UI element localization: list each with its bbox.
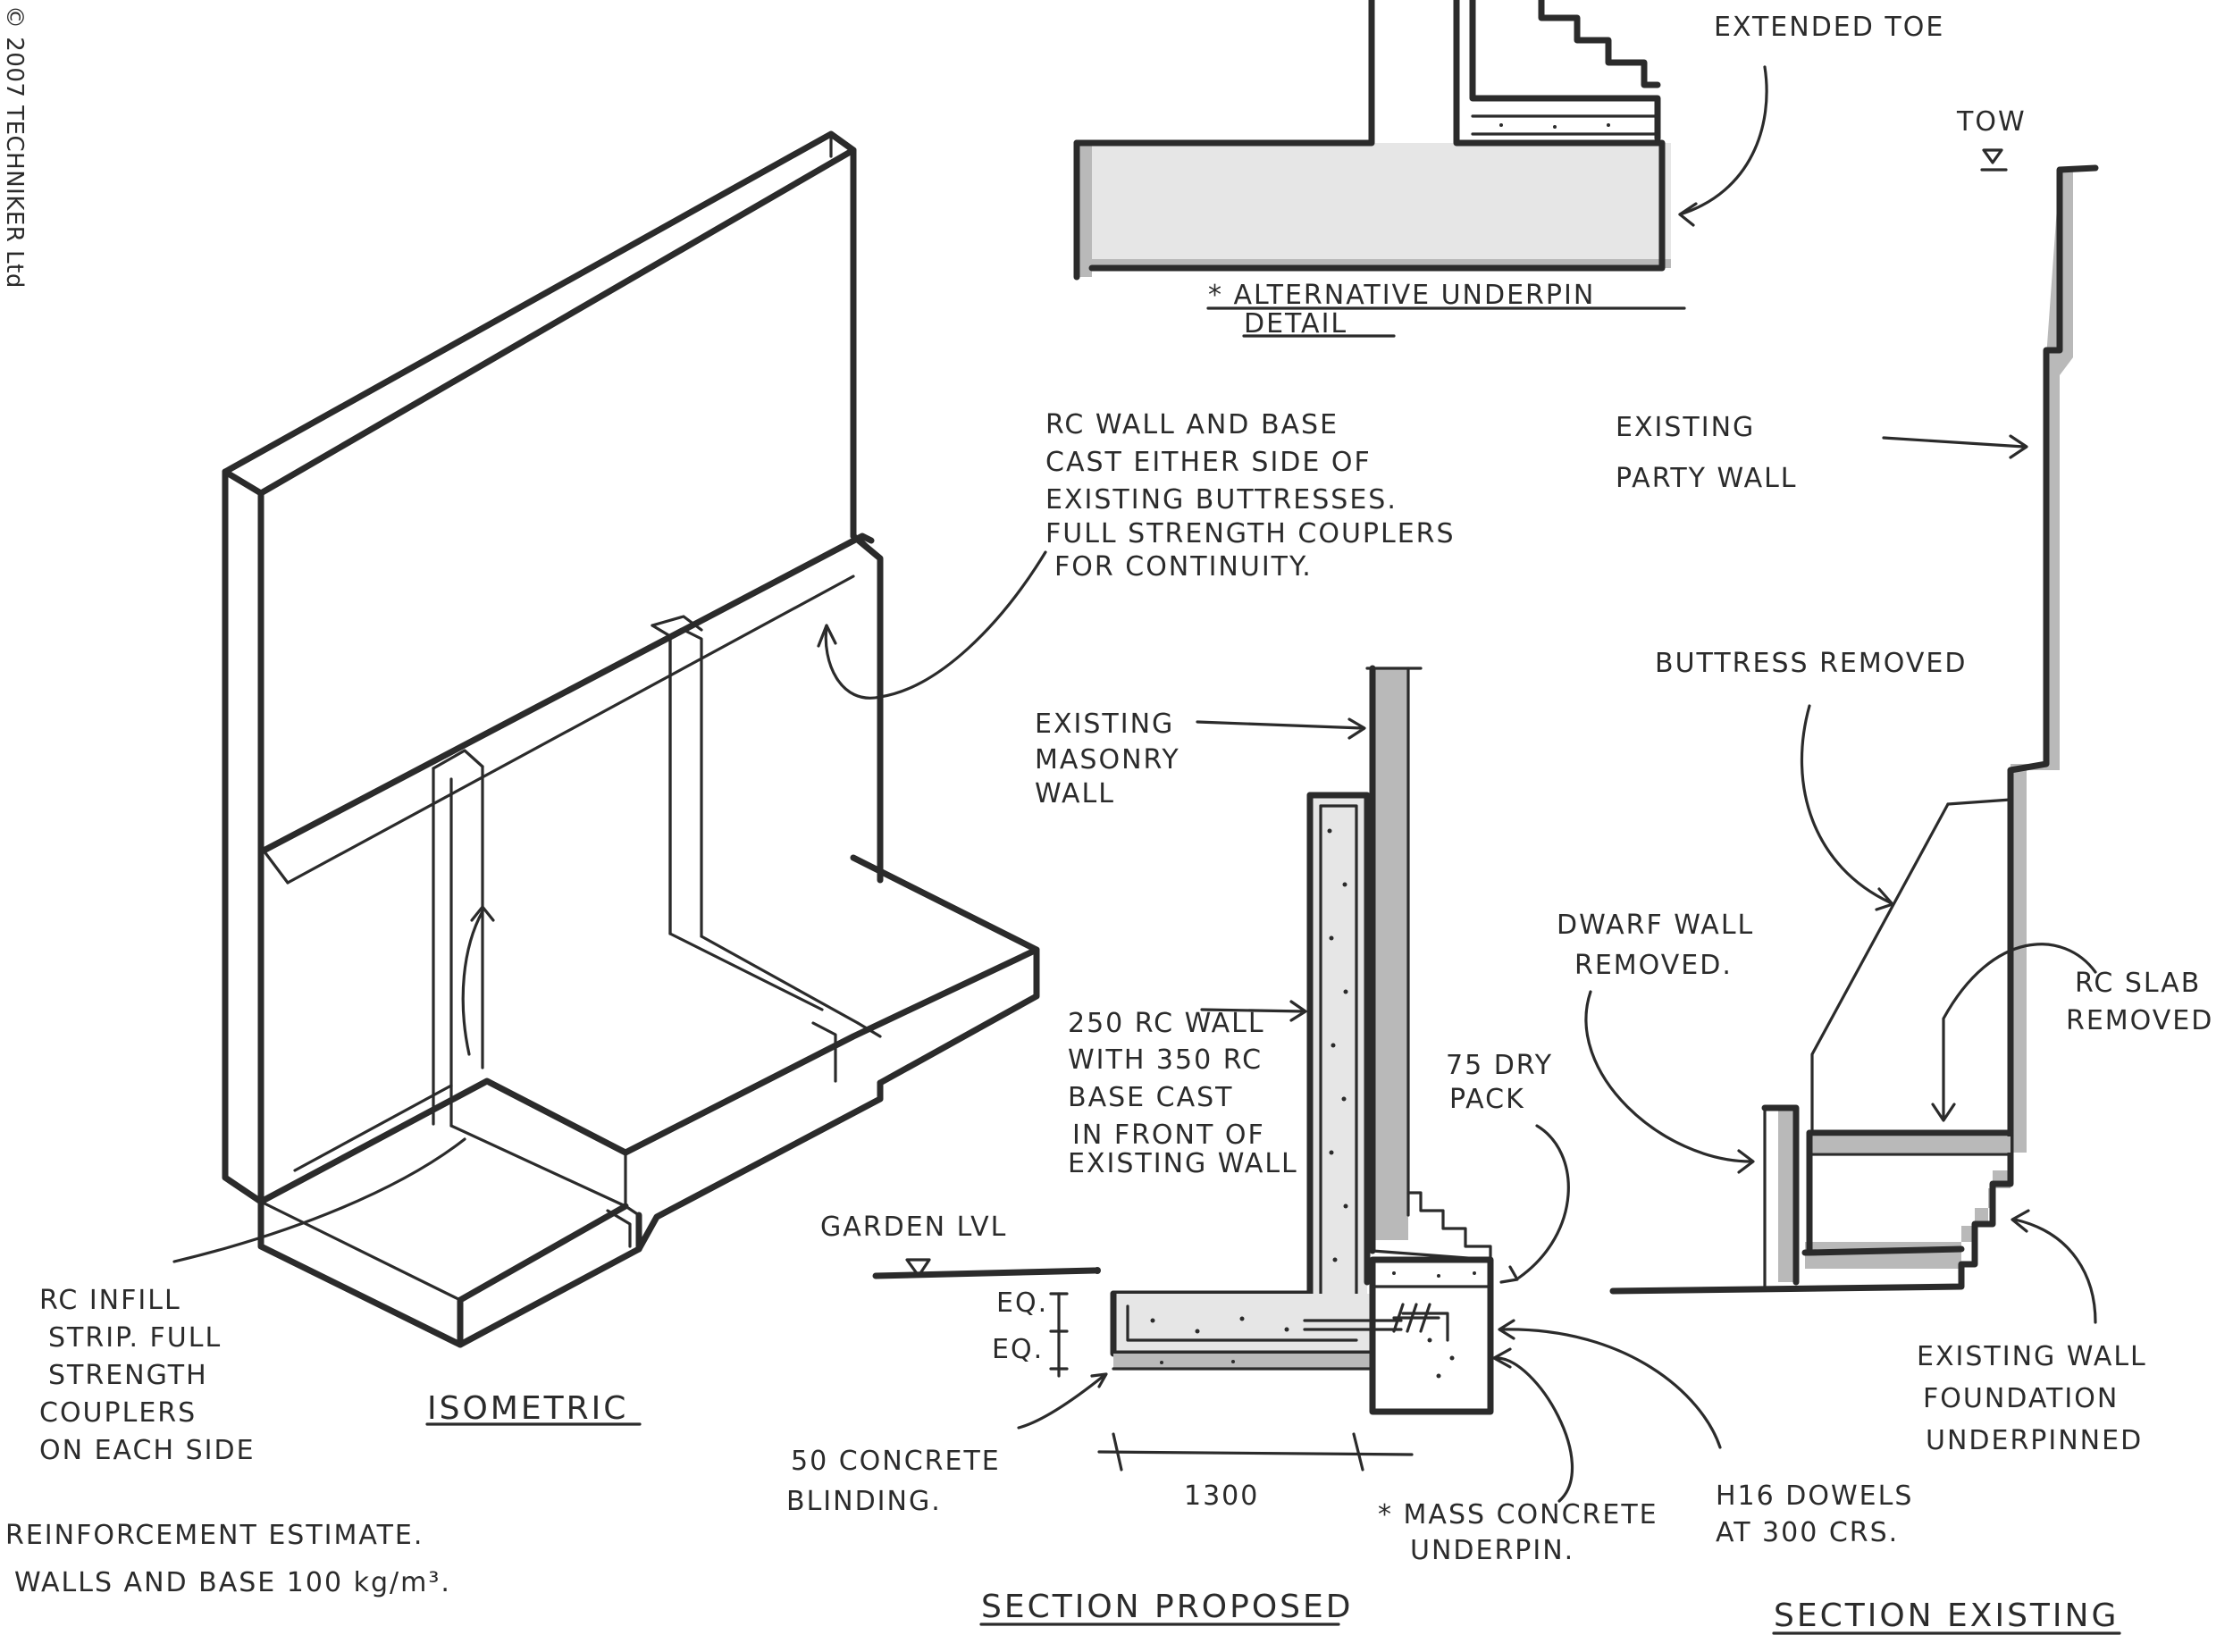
svg-text:BASE CAST: BASE CAST bbox=[1068, 1082, 1233, 1113]
svg-text:MASONRY: MASONRY bbox=[1035, 744, 1180, 776]
svg-text:UNDERPINNED: UNDERPINNED bbox=[1926, 1425, 2143, 1456]
svg-text:GARDEN LVL: GARDEN LVL bbox=[820, 1212, 1007, 1243]
section-existing-drawing bbox=[1584, 148, 2099, 1324]
svg-text:EXISTING BUTTRESSES.: EXISTING BUTTRESSES. bbox=[1045, 484, 1398, 516]
svg-text:EXISTING WALL: EXISTING WALL bbox=[1068, 1148, 1298, 1179]
svg-text:ON EACH SIDE: ON EACH SIDE bbox=[39, 1435, 256, 1466]
svg-text:WALL: WALL bbox=[1035, 778, 1115, 809]
svg-text:PARTY WALL: PARTY WALL bbox=[1616, 463, 1798, 494]
svg-text:EQ.: EQ. bbox=[992, 1334, 1044, 1365]
svg-text:75 DRY: 75 DRY bbox=[1446, 1050, 1553, 1081]
svg-text:REINFORCEMENT ESTIMATE.: REINFORCEMENT ESTIMATE. bbox=[5, 1520, 424, 1551]
svg-text:REMOVED: REMOVED bbox=[2066, 1005, 2213, 1036]
alternative-detail-caption: * ALTERNATIVE UNDERPIN DETAIL bbox=[1206, 280, 1686, 340]
reinforcement-note: REINFORCEMENT ESTIMATE. WALLS AND BASE 1… bbox=[5, 1520, 451, 1598]
section-existing-labels: TOW EXISTING PARTY WALL BUTTRESS REMOVED… bbox=[1557, 106, 2213, 1635]
svg-text:RC INFILL: RC INFILL bbox=[39, 1285, 181, 1316]
svg-text:FULL STRENGTH COUPLERS: FULL STRENGTH COUPLERS bbox=[1045, 518, 1456, 549]
svg-text:* MASS CONCRETE: * MASS CONCRETE bbox=[1378, 1499, 1658, 1530]
svg-text:STRENGTH: STRENGTH bbox=[48, 1360, 208, 1391]
svg-text:RC WALL AND BASE: RC WALL AND BASE bbox=[1045, 409, 1339, 440]
svg-text:PACK: PACK bbox=[1449, 1084, 1525, 1115]
svg-text:REMOVED.: REMOVED. bbox=[1574, 950, 1733, 981]
svg-text:TOW: TOW bbox=[1956, 106, 2027, 138]
svg-text:WALLS AND BASE 100 kg/m³.: WALLS AND BASE 100 kg/m³. bbox=[14, 1567, 451, 1598]
svg-text:SECTION EXISTING: SECTION EXISTING bbox=[1774, 1597, 2119, 1634]
svg-text:DETAIL: DETAIL bbox=[1244, 308, 1347, 340]
section-proposed-labels: GARDEN LVL EXISTING MASONRY WALL 250 RC … bbox=[786, 709, 1913, 1626]
svg-text:STRIP. FULL: STRIP. FULL bbox=[48, 1322, 222, 1354]
section-proposed-drawing bbox=[872, 665, 1722, 1503]
svg-text:SECTION PROPOSED: SECTION PROPOSED bbox=[981, 1589, 1353, 1625]
svg-text:1300: 1300 bbox=[1184, 1480, 1259, 1512]
svg-text:AT 300 CRS.: AT 300 CRS. bbox=[1716, 1517, 1899, 1548]
alternative-underpin-detail bbox=[1073, 0, 1768, 281]
svg-text:UNDERPIN.: UNDERPIN. bbox=[1410, 1535, 1574, 1566]
svg-text:* ALTERNATIVE UNDERPIN: * ALTERNATIVE UNDERPIN bbox=[1208, 280, 1595, 311]
svg-text:DWARF WALL: DWARF WALL bbox=[1557, 910, 1754, 941]
svg-text:CAST EITHER SIDE OF: CAST EITHER SIDE OF bbox=[1045, 447, 1372, 478]
extended-toe-label: EXTENDED TOE bbox=[1714, 12, 1944, 43]
rc-wall-base-note: RC WALL AND BASE CAST EITHER SIDE OF EXI… bbox=[1045, 409, 1456, 583]
svg-text:EXISTING: EXISTING bbox=[1616, 412, 1755, 443]
svg-text:EXISTING WALL: EXISTING WALL bbox=[1917, 1341, 2147, 1372]
svg-text:RC SLAB: RC SLAB bbox=[2075, 968, 2201, 999]
svg-text:BLINDING.: BLINDING. bbox=[786, 1486, 942, 1517]
svg-text:50 CONCRETE: 50 CONCRETE bbox=[791, 1446, 1001, 1477]
svg-text:250 RC WALL: 250 RC WALL bbox=[1068, 1008, 1265, 1039]
isometric-drawing bbox=[172, 130, 1047, 1348]
svg-text:BUTTRESS REMOVED: BUTTRESS REMOVED bbox=[1655, 648, 1967, 679]
svg-text:COUPLERS: COUPLERS bbox=[39, 1397, 197, 1429]
concrete-stipple bbox=[1150, 828, 1476, 1379]
svg-text:WITH 350 RC: WITH 350 RC bbox=[1068, 1044, 1263, 1076]
isometric-title: ISOMETRIC bbox=[427, 1390, 628, 1427]
svg-text:FOUNDATION: FOUNDATION bbox=[1923, 1383, 2119, 1414]
svg-text:EQ.: EQ. bbox=[996, 1287, 1048, 1319]
svg-text:EXISTING: EXISTING bbox=[1035, 709, 1174, 740]
svg-text:FOR CONTINUITY.: FOR CONTINUITY. bbox=[1054, 551, 1313, 583]
copyright-text: © 2007 TECHNIKER Ltd bbox=[1, 5, 28, 289]
infill-note: RC INFILL STRIP. FULL STRENGTH COUPLERS … bbox=[39, 1285, 256, 1466]
svg-text:H16 DOWELS: H16 DOWELS bbox=[1716, 1480, 1913, 1512]
svg-text:IN FRONT OF: IN FRONT OF bbox=[1072, 1120, 1265, 1151]
